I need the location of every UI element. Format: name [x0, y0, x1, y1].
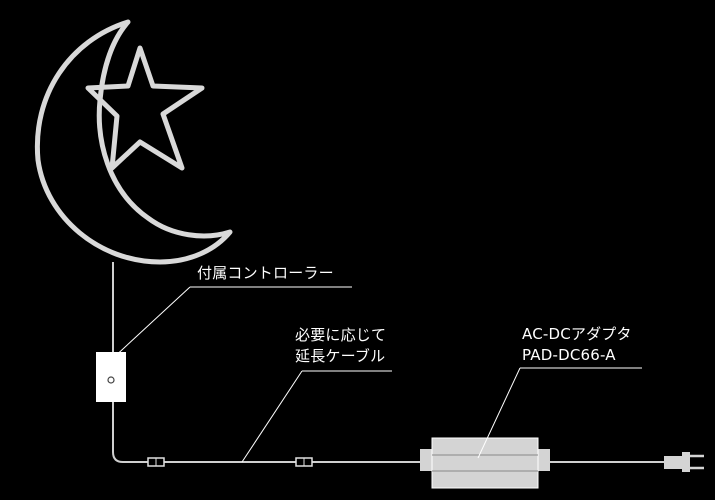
- plug-icon: [664, 452, 704, 472]
- connector-left-icon: [147, 457, 165, 467]
- adapter-leader-line: [477, 367, 642, 459]
- extension-cable-label-line2: 延長ケーブル: [295, 347, 386, 365]
- controller-label: 付属コントローラー: [197, 264, 334, 282]
- extension-leader-line: [241, 370, 392, 463]
- controller-box-icon: [96, 352, 126, 402]
- connector-right-icon: [295, 457, 313, 467]
- crescent-moon-icon: [34, 19, 233, 265]
- adapter-label-line2: PAD-DC66-A: [522, 346, 616, 364]
- extension-cable-label-line1: 必要に応じて: [295, 326, 387, 344]
- controller-leader-line: [110, 286, 352, 361]
- adapter-icon: [420, 437, 550, 489]
- adapter-label-line1: AC-DCアダプタ: [522, 325, 632, 343]
- star-icon: [85, 45, 205, 171]
- main-cable: [112, 402, 430, 463]
